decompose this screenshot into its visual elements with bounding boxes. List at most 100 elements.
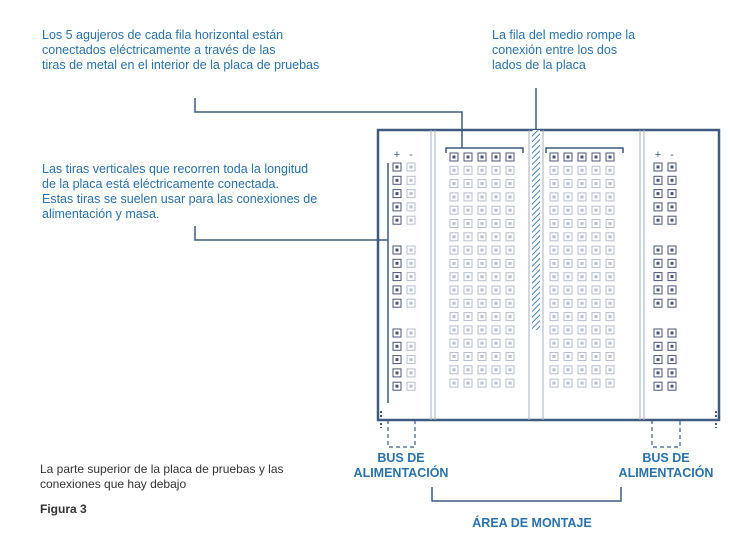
terminal-hole-contact xyxy=(466,261,470,265)
terminal-hole-contact xyxy=(608,235,612,239)
terminal-hole-contact xyxy=(480,235,484,239)
terminal-hole-contact xyxy=(452,355,456,358)
terminal-hole-contact xyxy=(580,301,584,305)
terminal-hole-contact xyxy=(452,155,456,159)
terminal-hole-contact xyxy=(552,208,556,212)
power-rail-hole-contact xyxy=(670,371,674,375)
bus-label-left: BUS DE ALIMENTACIÓN xyxy=(348,451,454,481)
terminal-hole-contact xyxy=(608,182,612,186)
terminal-hole-contact xyxy=(508,182,512,186)
terminal-hole-contact xyxy=(466,222,470,225)
terminal-hole-contact xyxy=(566,222,570,225)
mounting-area-label: ÁREA DE MONTAJE xyxy=(472,516,592,530)
terminal-hole-contact xyxy=(594,235,598,239)
terminal-hole-contact xyxy=(608,155,612,159)
terminal-hole-contact xyxy=(494,315,498,319)
terminal-hole-contact xyxy=(494,168,498,172)
terminal-hole-contact xyxy=(580,261,584,265)
terminal-hole-contact xyxy=(608,275,612,279)
note-line: tiras de metal en el interior de la plac… xyxy=(42,58,320,72)
power-rail-hole-contact xyxy=(656,288,660,292)
terminal-hole-contact xyxy=(580,248,584,252)
terminal-hole-contact xyxy=(552,275,556,279)
terminal-hole-contact xyxy=(452,261,456,265)
power-rail-hole-contact xyxy=(395,205,399,209)
bus-label-line: ALIMENTACIÓN xyxy=(353,466,449,480)
terminal-hole-contact xyxy=(594,168,598,172)
power-rail-hole-contact xyxy=(395,275,399,279)
power-rail-hole-contact xyxy=(656,371,660,375)
terminal-hole-contact xyxy=(452,222,456,225)
terminal-hole-contact xyxy=(552,261,556,265)
mounting-area-bracket xyxy=(431,487,622,502)
terminal-hole-contact xyxy=(508,222,512,225)
power-rail-hole-contact xyxy=(395,344,399,348)
terminal-hole-contact xyxy=(594,155,598,159)
power-rail-hole-contact xyxy=(409,288,413,292)
figure-label: Figura 3 xyxy=(40,502,87,516)
terminal-hole-contact xyxy=(566,168,570,172)
terminal-hole-contact xyxy=(608,208,612,212)
terminal-hole-contact xyxy=(552,368,556,372)
terminal-hole-contact xyxy=(508,168,512,172)
terminal-hole-contact xyxy=(452,208,456,212)
terminal-hole-contact xyxy=(566,248,570,252)
terminal-hole-contact xyxy=(566,381,570,385)
terminal-hole-contact xyxy=(452,341,456,345)
terminal-hole-contact xyxy=(452,381,456,385)
power-rail-hole-contact xyxy=(656,218,660,222)
terminal-hole-contact xyxy=(466,195,470,199)
power-rail-hole-contact xyxy=(395,371,399,375)
note-line: Estas tiras se suelen usar para las cone… xyxy=(42,192,318,206)
terminal-hole-contact xyxy=(480,208,484,212)
horizontal-rows-note: Los 5 agujeros de cada fila horizontal e… xyxy=(42,28,319,73)
terminal-hole-contact xyxy=(494,195,498,199)
note-line: La fila del medio rompe la xyxy=(492,28,636,42)
terminal-hole-contact xyxy=(580,381,584,385)
terminal-hole-contact xyxy=(580,235,584,239)
terminal-hole-contact xyxy=(494,328,498,332)
figure-caption: La parte superior de la placa de pruebas… xyxy=(40,462,284,492)
power-rail-hole-contact xyxy=(409,371,413,375)
power-rail-hole-contact xyxy=(409,261,413,265)
terminal-hole-contact xyxy=(494,301,498,305)
power-rail-hole-contact xyxy=(656,248,660,252)
terminal-hole-contact xyxy=(566,315,570,319)
terminal-hole-contact xyxy=(608,168,612,172)
terminal-hole-contact xyxy=(452,301,456,305)
vertical-strips-pointer xyxy=(194,226,388,241)
terminal-hole-contact xyxy=(580,275,584,279)
terminal-hole-contact xyxy=(466,248,470,252)
terminal-hole-contact xyxy=(508,355,512,358)
power-rail-hole-contact xyxy=(656,261,660,265)
terminal-hole-contact xyxy=(494,355,498,358)
power-rail-hole-contact xyxy=(395,358,399,362)
terminal-hole-contact xyxy=(552,328,556,332)
terminal-hole-contact xyxy=(480,248,484,252)
terminal-hole-contact xyxy=(494,288,498,292)
terminal-hole-contact xyxy=(494,182,498,186)
terminal-hole-contact xyxy=(566,182,570,186)
terminal-hole-contact xyxy=(594,261,598,265)
terminal-hole-contact xyxy=(566,328,570,332)
terminal-hole-contact xyxy=(494,208,498,212)
terminal-hole-contact xyxy=(466,328,470,332)
bus-label-right: BUS DE ALIMENTACIÓN xyxy=(610,451,722,481)
terminal-hole-contact xyxy=(452,328,456,332)
terminal-hole-contact xyxy=(566,195,570,199)
bus-label-line: BUS DE xyxy=(642,451,690,465)
row-bracket xyxy=(545,147,624,153)
terminal-hole-contact xyxy=(508,341,512,345)
power-rail-hole-contact xyxy=(656,275,660,279)
terminal-hole-contact xyxy=(480,195,484,199)
terminal-hole-contact xyxy=(566,155,570,159)
power-rail-hole-contact xyxy=(409,331,413,335)
terminal-hole-contact xyxy=(480,341,484,345)
terminal-hole-contact xyxy=(508,315,512,319)
terminal-hole-contact xyxy=(594,341,598,345)
terminal-hole-contact xyxy=(494,341,498,345)
terminal-hole-contact xyxy=(508,328,512,332)
terminal-hole-contact xyxy=(480,301,484,305)
terminal-hole-contact xyxy=(552,155,556,159)
terminal-hole-contact xyxy=(566,355,570,358)
